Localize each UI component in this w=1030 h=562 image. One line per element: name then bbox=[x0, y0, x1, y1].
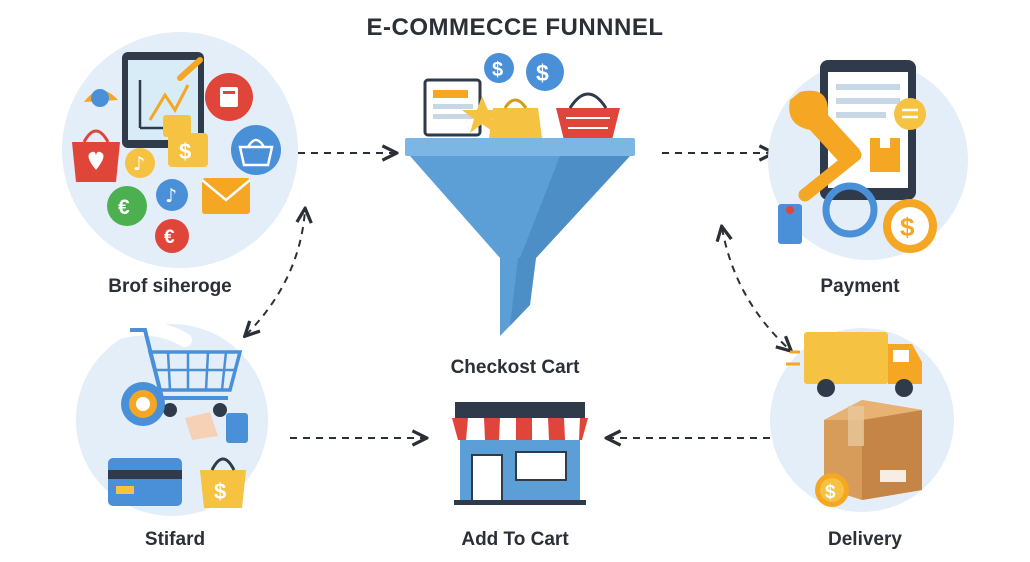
arrow-payment-delivery bbox=[722, 228, 790, 350]
euro-icon: € bbox=[118, 196, 130, 219]
node-label-stifard: Stifard bbox=[144, 529, 206, 550]
node-label-delivery: Delivery bbox=[828, 529, 902, 550]
euro-icon-2: € bbox=[164, 227, 175, 248]
node-label-payment: Payment bbox=[820, 276, 900, 297]
stifard-illustration: $ bbox=[76, 321, 268, 516]
node-label-browse: Brof siheroge bbox=[108, 276, 232, 297]
dollar-coin-icon-2: $ bbox=[536, 60, 549, 86]
dollar-gear-icon: $ bbox=[900, 212, 915, 242]
dollar-icon: $ bbox=[179, 139, 191, 164]
diagram-title: E-COMMECCE FUNNNEL bbox=[366, 14, 664, 41]
funnel-illustration: $ $ bbox=[405, 53, 635, 336]
arrow-browse-stifard bbox=[246, 210, 305, 335]
delivery-illustration: $ bbox=[770, 328, 954, 512]
dollar-coin-icon: $ bbox=[492, 59, 503, 81]
music-note-icon: ♪ bbox=[133, 153, 145, 175]
music-note-icon-2: ♪ bbox=[165, 185, 177, 207]
browse-illustration: ♪ $ € ♪ € bbox=[62, 32, 298, 268]
node-label-add-to-cart: Add To Cart bbox=[461, 529, 569, 550]
flow-arrows bbox=[246, 153, 790, 438]
payment-illustration: $ bbox=[768, 60, 968, 260]
dollar-coin-icon-3: $ bbox=[825, 482, 836, 503]
dollar-bag-icon: $ bbox=[214, 479, 226, 504]
store-illustration bbox=[452, 402, 588, 505]
node-label-funnel: Checkost Cart bbox=[450, 357, 580, 378]
